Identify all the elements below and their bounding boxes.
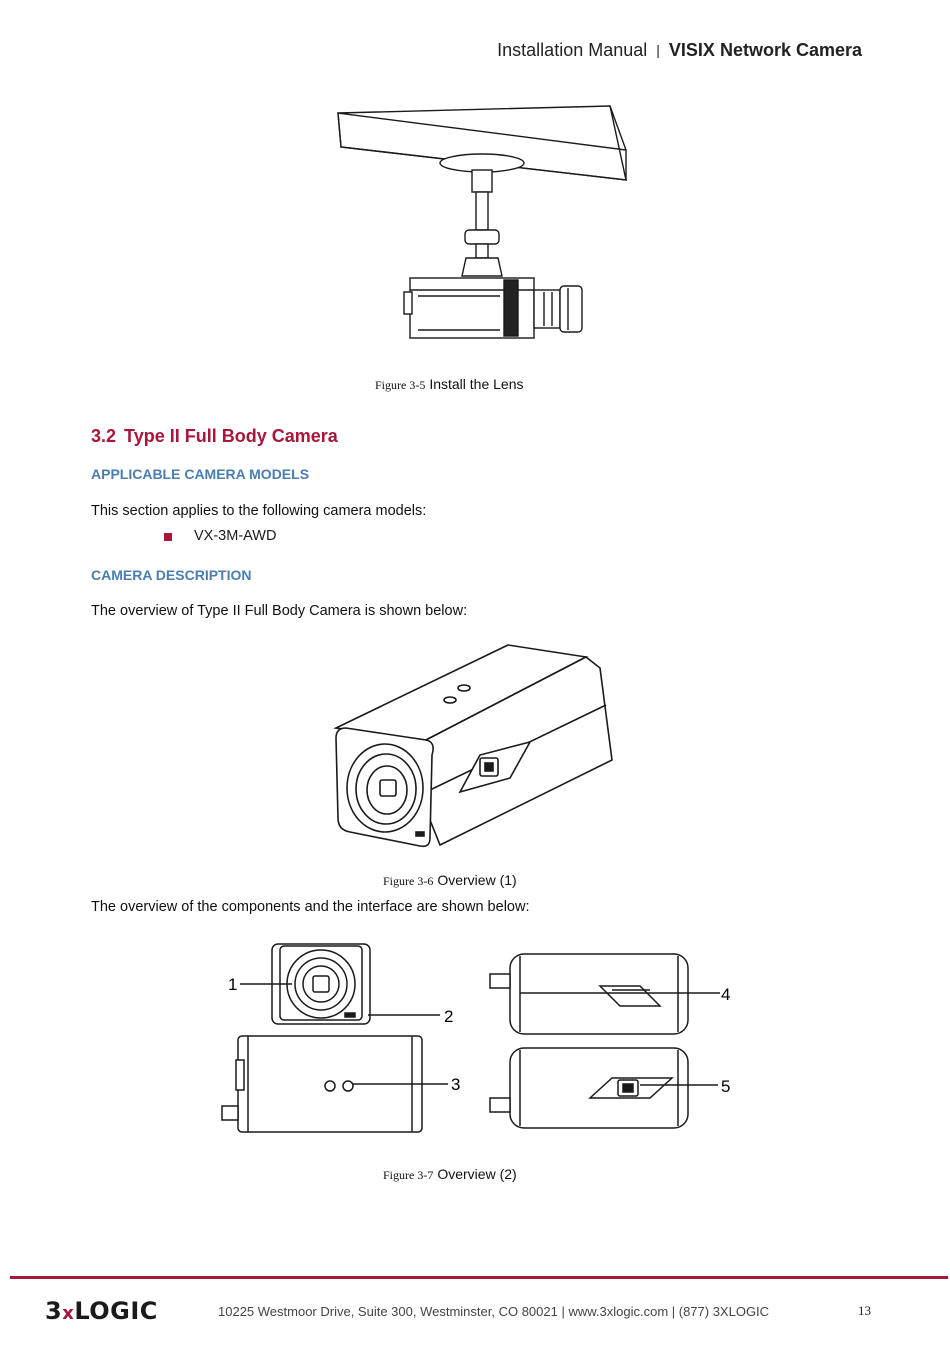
page-header: Installation Manual | VISIX Network Came… bbox=[497, 40, 862, 61]
model-list-item: VX-3M-AWD bbox=[194, 528, 277, 544]
figure-overview-2: 1 2 3 4 5 bbox=[221, 943, 730, 1133]
figure-3-7-label: Figure 3-7 bbox=[383, 1168, 434, 1182]
logo-x: x bbox=[62, 1303, 75, 1324]
figure-3-5-title: Install the Lens bbox=[429, 376, 524, 392]
logo-prefix: 3 bbox=[45, 1297, 63, 1325]
figure-3-7-title: Overview (2) bbox=[437, 1166, 517, 1182]
section-title: Type II Full Body Camera bbox=[124, 426, 338, 446]
header-product: VISIX Network Camera bbox=[668, 40, 862, 60]
callout-3: 3 bbox=[451, 1075, 460, 1094]
applicable-models-heading: APPLICABLE CAMERA MODELS bbox=[91, 466, 310, 482]
components-text: The overview of the components and the i… bbox=[91, 899, 530, 915]
callout-5: 5 bbox=[721, 1077, 730, 1096]
callout-1: 1 bbox=[228, 975, 237, 994]
figure-3-5-label: Figure 3-5 bbox=[375, 378, 426, 392]
page-number: 13 bbox=[858, 1303, 871, 1318]
overview-text: The overview of Type II Full Body Camera… bbox=[91, 603, 468, 619]
figure-overview-1 bbox=[333, 644, 613, 848]
figure-3-6-label: Figure 3-6 bbox=[383, 874, 434, 888]
figure-3-6-title: Overview (1) bbox=[437, 872, 517, 888]
section-number: 3.2 bbox=[91, 426, 117, 446]
figure-install-lens bbox=[337, 105, 627, 339]
callout-2: 2 bbox=[444, 1007, 453, 1026]
logo-suffix: LOGIC bbox=[74, 1297, 158, 1325]
header-doc-type: Installation Manual bbox=[497, 40, 648, 60]
bullet-marker bbox=[164, 533, 172, 541]
footer-rule bbox=[10, 1276, 948, 1279]
camera-description-heading: CAMERA DESCRIPTION bbox=[91, 567, 252, 583]
applicable-intro: This section applies to the following ca… bbox=[91, 503, 427, 519]
header-separator: | bbox=[656, 42, 660, 58]
callout-4: 4 bbox=[721, 985, 730, 1004]
company-logo: 3xLOGIC bbox=[45, 1297, 158, 1325]
section-heading: 3.2 Type II Full Body Camera bbox=[91, 426, 338, 447]
footer-address: 10225 Westmoor Drive, Suite 300, Westmin… bbox=[218, 1304, 770, 1319]
